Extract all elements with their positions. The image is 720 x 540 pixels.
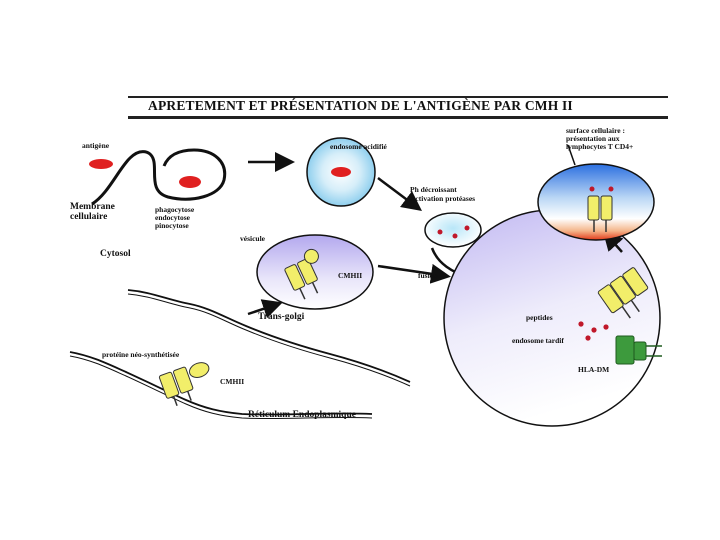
label-cmhii-vesicle: CMHII (338, 271, 363, 280)
arrow-to-protease-vesicle (377, 177, 422, 211)
label-ph-decroissant: Ph décroissant (410, 185, 457, 194)
label-hla-dm: HLA-DM (578, 365, 610, 374)
label-lymphocytes: lymphocytes T CD4+ (566, 142, 634, 151)
peptide (578, 321, 584, 327)
hla-dm-molecule (615, 335, 662, 365)
peptide (585, 335, 591, 341)
label-endosome-acidifie: endosome acidifié (330, 142, 387, 151)
label-surface-cellulaire: surface cellulaire : (566, 126, 626, 135)
title-bottom-rule (128, 116, 668, 119)
label-pinocytose: pinocytose (155, 221, 189, 230)
mhc-ii-vesicle (284, 248, 319, 300)
arrow-vesicle-to-endosome (377, 263, 451, 284)
endosome-antigen (331, 167, 351, 177)
label-presentation-aux: présentation aux (566, 134, 620, 143)
label-proteine-neo: protéine néo-synthétisée (102, 350, 180, 359)
mhc-ii-late-endosome (597, 267, 649, 319)
surface-label-pointer (567, 144, 576, 166)
peptide (589, 186, 595, 192)
label-peptides: peptides (526, 313, 553, 322)
peptide (591, 327, 597, 333)
label-trans-golgi: Trans-golgi (258, 312, 305, 322)
membrane-line-upper-inner (127, 293, 411, 387)
label-antigene: antigène (82, 141, 110, 150)
antigen-free (89, 159, 113, 169)
antigen-fragment (464, 225, 470, 231)
protease-vesicle (424, 212, 482, 248)
label-cytosol: Cytosol (100, 249, 131, 259)
er-membrane-inner (69, 355, 373, 420)
mhc-ii-er (158, 362, 210, 407)
membrane-line-upper (127, 289, 411, 383)
phagocytosed-antigen (179, 176, 201, 188)
label-reticulum: Réticulum Endoplasmique (248, 410, 356, 420)
label-fusion: fusion (418, 271, 438, 280)
title-top-rule (128, 96, 668, 98)
diagram-title: APRETEMENT ET PRÉSENTATION DE L'ANTIGÈNE… (148, 98, 573, 113)
er-membrane-outer (69, 351, 373, 416)
plasma-membrane (91, 148, 227, 206)
antigen-fragment (437, 229, 443, 235)
label-activation-proteases: Activation protéases (410, 194, 476, 203)
label-cmhii-er: CMHII (220, 377, 245, 386)
label-membrane-line2: cellulaire (70, 212, 108, 222)
transport-vesicle (256, 234, 374, 310)
label-phagocytose: phagocytose (155, 205, 195, 214)
peptide (603, 324, 609, 330)
label-membrane-line1: Membrane (70, 202, 115, 212)
arrow-golgi-to-vesicle (247, 299, 283, 319)
label-vesicule: vésicule (240, 234, 265, 243)
label-endocytose: endocytose (155, 213, 190, 222)
antigen-fragment (452, 233, 458, 239)
mhc-ii-surface (587, 195, 613, 232)
peptide (608, 186, 614, 192)
label-endosome-tardif: endosome tardif (512, 336, 564, 345)
